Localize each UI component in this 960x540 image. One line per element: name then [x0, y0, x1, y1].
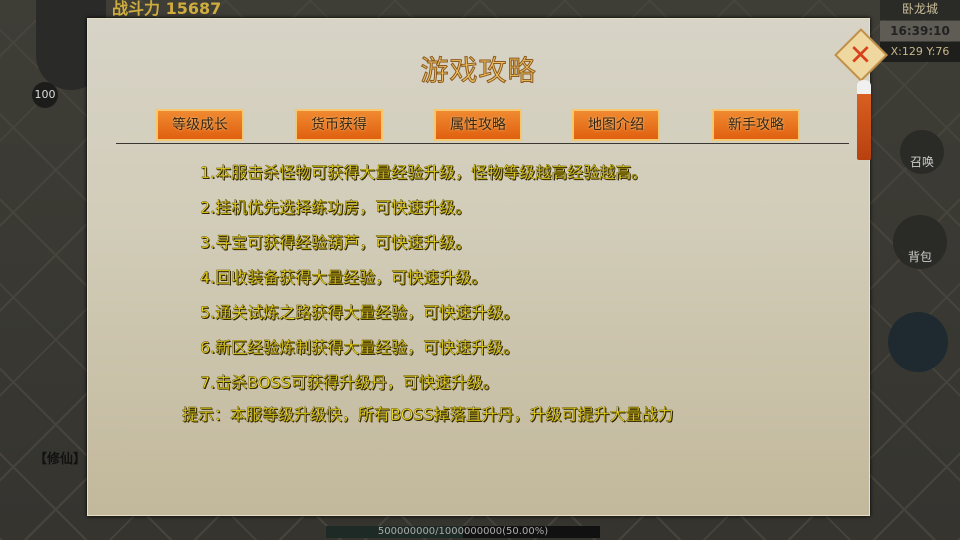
tab-bar: 等级成长 货币获得 属性攻略 地图介绍 新手攻略	[156, 109, 806, 143]
tip-item: 3.寻宝可获得经验葫芦，可快速升级。	[200, 233, 472, 252]
combat-power: 战斗力 15687	[112, 0, 222, 18]
game-guide-panel: 游戏攻略 等级成长 货币获得 属性攻略 地图介绍 新手攻略 1.本服击杀怪物可获…	[87, 18, 870, 516]
tips-list: 1.本服击杀怪物可获得大量经验升级，怪物等级越高经验越高。 2.挂机优先选择练功…	[200, 163, 648, 408]
exp-fill	[326, 526, 463, 538]
tip-item: 4.回收装备获得大量经验，可快速升级。	[200, 268, 488, 287]
summon-button[interactable]: 召唤	[900, 130, 944, 174]
tip-item: 5.通关试炼之路获得大量经验，可快速升级。	[200, 303, 520, 322]
tassel-decoration-icon	[857, 80, 871, 160]
tab-level-growth[interactable]: 等级成长	[156, 109, 244, 141]
coordinates: X:129 Y:76	[880, 42, 960, 62]
exp-text: 500000000/1000000000(50.00%)	[377, 526, 549, 537]
tab-beginner[interactable]: 新手攻略	[712, 109, 800, 141]
tip-item: 2.挂机优先选择练功房，可快速升级。	[200, 198, 472, 217]
divider	[116, 143, 849, 144]
exp-bar: 500000000/1000000000(50.00%)	[326, 526, 600, 538]
bag-button[interactable]: 背包	[893, 215, 947, 269]
summon-label: 召唤	[909, 155, 934, 169]
skill-button[interactable]	[888, 312, 948, 372]
tip-item: 1.本服击杀怪物可获得大量经验升级，怪物等级越高经验越高。	[200, 163, 648, 182]
tip-item: 7.击杀BOSS可获得升级丹，可快速升级。	[200, 373, 499, 392]
tab-maps[interactable]: 地图介绍	[572, 109, 660, 141]
close-icon: ✕	[849, 38, 873, 72]
tab-attributes[interactable]: 属性攻略	[434, 109, 522, 141]
hint-text: 提示：本服等级升级快，所有BOSS掉落直升丹，升级可提升大量战力	[182, 405, 674, 424]
clock: 16:39:10	[880, 21, 960, 41]
tab-currency[interactable]: 货币获得	[295, 109, 383, 141]
tip-item: 6.新区经验炼制获得大量经验，可快速升级。	[200, 338, 520, 357]
player-level: 100	[32, 82, 58, 108]
chat-channel[interactable]: 【修仙】	[34, 452, 87, 467]
bag-label: 背包	[907, 250, 932, 264]
map-name: 卧龙城	[880, 0, 960, 20]
panel-title: 游戏攻略	[420, 54, 537, 88]
